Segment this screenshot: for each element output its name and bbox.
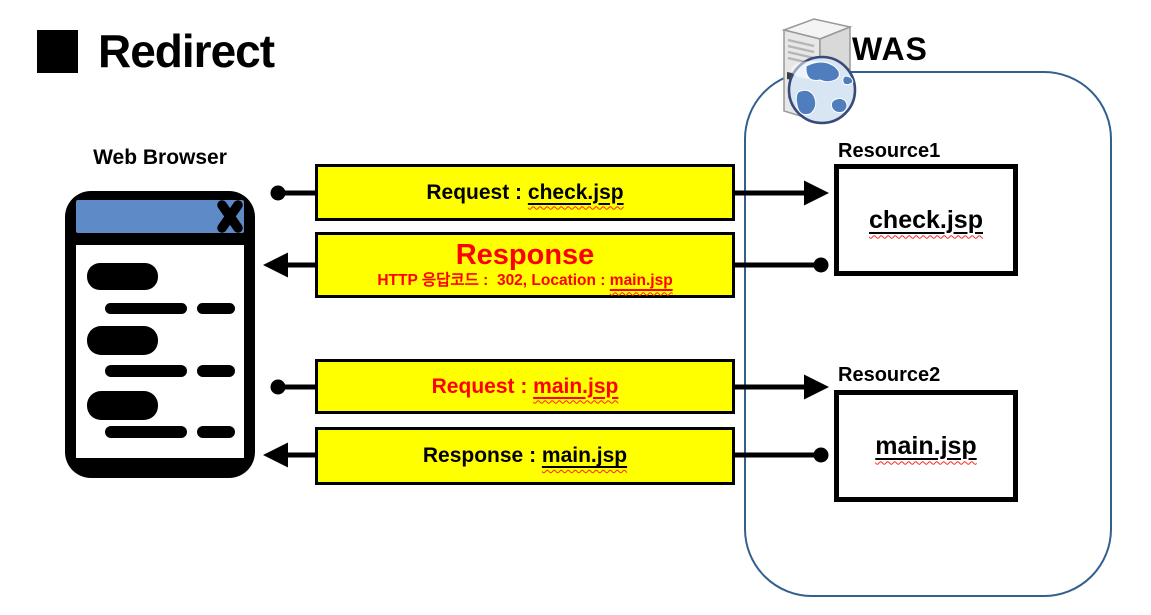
was-zone bbox=[744, 71, 1112, 597]
web-browser-icon bbox=[65, 191, 255, 478]
title-bullet-square bbox=[37, 29, 78, 73]
response-detail: HTTP 응답코드 : 302, Location : main.jsp bbox=[377, 271, 673, 289]
resource2-label: Resource2 bbox=[838, 364, 941, 386]
resource2-box: main.jsp bbox=[834, 390, 1018, 502]
was-server-icon bbox=[781, 18, 857, 125]
message-request-check: Request : check.jsp bbox=[315, 164, 735, 221]
arrow-response-main-left bbox=[263, 442, 316, 468]
browser-titlebar bbox=[76, 200, 244, 233]
arrow-response-redirect-left bbox=[263, 252, 316, 278]
page-title: Redirect bbox=[37, 24, 275, 78]
page-title-text: Redirect bbox=[98, 25, 275, 77]
message-response-main: Response : main.jsp bbox=[315, 427, 735, 485]
message-text: Request : main.jsp bbox=[431, 374, 619, 398]
globe-icon bbox=[787, 55, 857, 125]
message-request-main: Request : main.jsp bbox=[315, 359, 735, 414]
was-label: WAS bbox=[852, 31, 928, 67]
resource1-file: check.jsp bbox=[869, 205, 983, 234]
resource1-label: Resource1 bbox=[838, 140, 941, 162]
arrow-request-main-left bbox=[270, 379, 316, 395]
resource1-box: check.jsp bbox=[834, 164, 1018, 276]
close-icon bbox=[217, 200, 243, 233]
arrow-request-check-left bbox=[270, 185, 316, 201]
response-title: Response bbox=[455, 238, 595, 271]
message-text: Response : main.jsp bbox=[422, 444, 628, 467]
resource2-file: main.jsp bbox=[875, 431, 977, 460]
browser-content-lines bbox=[87, 263, 235, 438]
message-text: Request : check.jsp bbox=[426, 180, 624, 204]
message-response-redirect: Response HTTP 응답코드 : 302, Location : mai… bbox=[315, 232, 735, 298]
web-browser-label: Web Browser bbox=[93, 146, 227, 169]
